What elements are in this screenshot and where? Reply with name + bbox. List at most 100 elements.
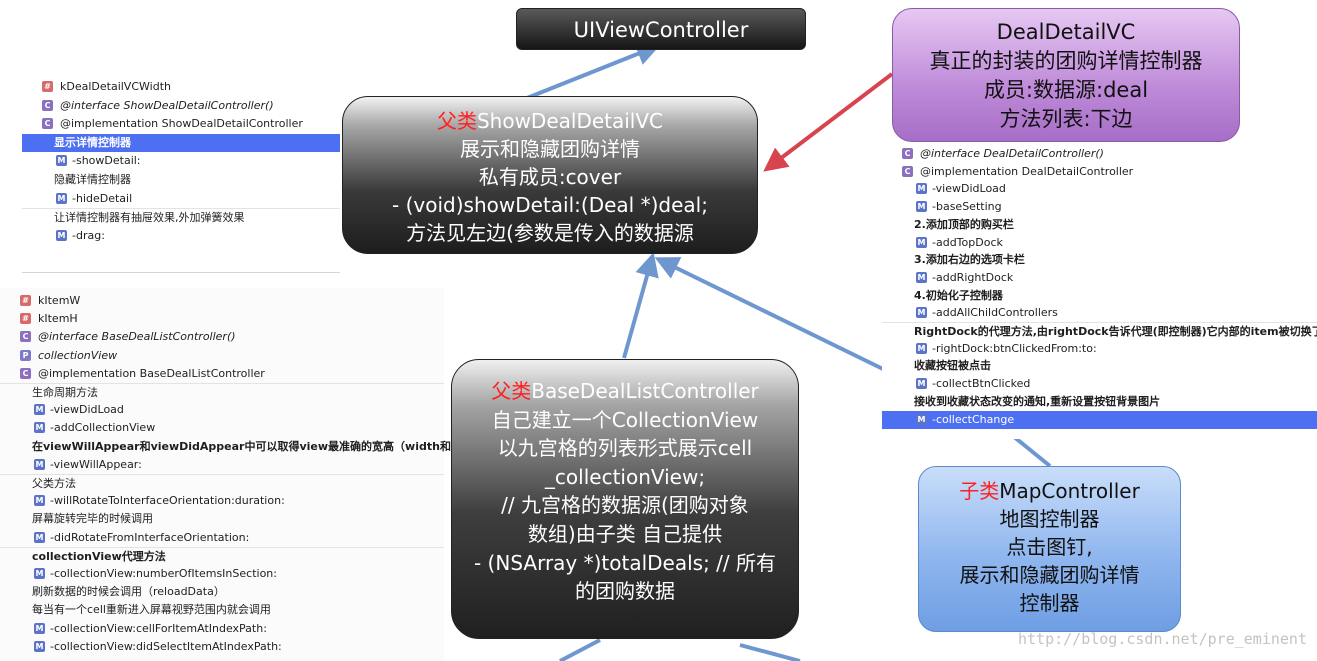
macro-icon: #	[20, 295, 31, 306]
item-label: -addAllChildControllers	[932, 306, 1058, 320]
method-item[interactable]: M-collectBtnClicked	[882, 375, 1317, 393]
map-controller-box: 子类MapController 地图控制器 点击图钉, 展示和隐藏团购详情 控制…	[918, 466, 1181, 632]
item-label: @implementation BaseDealListController	[38, 366, 265, 380]
item-label: @interface ShowDealDetailController()	[60, 98, 274, 112]
method-icon: M	[916, 413, 927, 425]
item-label: 让详情控制器有抽屉效果,外加弹簧效果	[54, 211, 245, 225]
box-line: 点击图钉,	[1006, 535, 1093, 559]
method-item[interactable]: M -drag:	[22, 227, 340, 245]
section-heading[interactable]: 生命周期方法	[0, 383, 444, 402]
method-item[interactable]: M-viewWillAppear:	[0, 456, 444, 474]
symbol-item[interactable]: #kItemH	[0, 310, 444, 328]
method-icon: M	[34, 622, 45, 634]
method-icon: M	[56, 192, 67, 204]
arrow-bottom-left	[559, 638, 601, 661]
box-line: 方法列表:下边	[999, 107, 1133, 131]
method-item[interactable]: M-collectChange	[882, 410, 1317, 429]
property-icon: P	[20, 349, 31, 361]
section-heading[interactable]: 父类方法	[0, 474, 444, 493]
method-icon: M	[916, 342, 927, 354]
section-heading[interactable]: 4.初始化子控制器	[882, 287, 1317, 305]
symbol-item[interactable]: C @implementation ShowDealDetailControlle…	[22, 115, 340, 133]
item-label: @implementation ShowDealDetailController	[60, 117, 303, 131]
method-icon: M	[916, 236, 927, 248]
box-line: 的团购数据	[575, 579, 675, 604]
box-line: 方法见左边(参数是传入的数据源	[406, 221, 694, 245]
method-item[interactable]: M-addRightDock	[882, 269, 1317, 287]
class-icon: C	[42, 99, 53, 111]
class-name: ShowDealDetailVC	[476, 109, 664, 133]
item-label: 在viewWillAppear和viewDidAppear中可以取得view最准…	[32, 439, 502, 453]
parent-class-tag: 父类	[491, 379, 532, 403]
item-label: 隐藏详情控制器	[54, 173, 131, 186]
section-heading[interactable]: 接收到收藏状态改变的通知,重新设置按钮背景图片	[882, 393, 1317, 411]
symbol-item[interactable]: #kDealDetailVCWidth	[22, 78, 340, 96]
item-label: 刷新数据的时候会调用（reloadData）	[32, 585, 225, 599]
symbol-item[interactable]: C @interface ShowDealDetailController()	[22, 97, 340, 115]
method-item[interactable]: M-viewDidLoad	[882, 180, 1317, 198]
item-label: 每当有一个cell重新进入屏幕视野范围内就会调用	[32, 603, 271, 617]
section-heading[interactable]: 刷新数据的时候会调用（reloadData）	[0, 583, 444, 601]
section-heading[interactable]: 显示详情控制器	[22, 133, 340, 152]
method-item[interactable]: M-showDetail:	[22, 152, 340, 170]
method-item[interactable]: M-hideDetail	[22, 190, 340, 208]
method-icon: M	[916, 271, 927, 283]
show-deal-detail-title: 父类ShowDealDetailVC	[343, 107, 757, 135]
box-line: 展示和隐藏团购详情	[460, 137, 640, 161]
watermark: http://blog.csdn.net/pre_eminent	[1018, 630, 1307, 648]
item-label: kItemH	[38, 312, 78, 326]
method-icon: M	[34, 531, 45, 543]
section-heading[interactable]: collectionView代理方法	[0, 546, 444, 566]
item-label: -viewDidLoad	[50, 403, 124, 417]
method-item[interactable]: M-willRotateToInterfaceOrientation:durat…	[0, 492, 444, 510]
method-item[interactable]: M-collectionView:cellForItemAtIndexPath:	[0, 620, 444, 638]
symbol-item[interactable]: C@implementation DealDetailController	[882, 163, 1317, 181]
method-icon: M	[34, 495, 45, 507]
item-label: collectionView代理方法	[32, 549, 166, 563]
uiviewcontroller-label: UIViewController	[573, 18, 749, 42]
method-icon: M	[916, 183, 927, 195]
method-item[interactable]: M-collectionView:didSelectItemAtIndexPat…	[0, 638, 444, 656]
method-item[interactable]: M -collectionView:numberOfItemsInSection:	[0, 565, 444, 583]
item-label: -addCollectionView	[50, 421, 156, 435]
section-heading[interactable]: 3.添加右边的选项卡栏	[882, 251, 1317, 269]
symbol-item[interactable]: C@implementation BaseDealListController	[0, 365, 444, 383]
section-heading[interactable]: 收藏按钮被点击	[882, 357, 1317, 375]
section-heading[interactable]: 屏幕旋转完毕的时候调用	[0, 510, 444, 528]
method-item[interactable]: M-addTopDock	[882, 234, 1317, 252]
method-item[interactable]: M-rightDock:btnClickedFrom:to:	[882, 340, 1317, 358]
item-label: @interface DealDetailController()	[920, 147, 1104, 160]
item-label: 4.初始化子控制器	[914, 288, 1003, 302]
symbol-item[interactable]: #kItemW	[0, 292, 444, 310]
method-icon: M	[34, 568, 45, 579]
method-icon: M	[916, 201, 927, 213]
symbol-item[interactable]: C@interface DealDetailController()	[882, 145, 1317, 163]
section-heading[interactable]: 2.添加顶部的购买栏	[882, 216, 1317, 234]
item-label: -drag:	[72, 228, 105, 242]
method-item[interactable]: M-baseSetting	[882, 198, 1317, 216]
section-heading[interactable]: 让详情控制器有抽屉效果,外加弹簧效果	[22, 208, 340, 227]
arrow-show-to-uivc	[521, 42, 661, 102]
item-label: 3.添加右边的选项卡栏	[914, 253, 1025, 267]
class-name: BaseDealListController	[531, 379, 759, 403]
method-icon: M	[916, 378, 927, 390]
box-line: 自己建立一个CollectionView	[491, 407, 759, 432]
macro-icon: #	[42, 81, 53, 92]
section-heading[interactable]: 在viewWillAppear和viewDidAppear中可以取得view最准…	[0, 438, 502, 456]
item-label: -collectionView:didSelectItemAtIndexPath…	[50, 639, 282, 653]
section-heading[interactable]: 每当有一个cell重新进入屏幕视野范围内就会调用	[0, 601, 444, 619]
section-heading[interactable]: RightDock的代理方法,由rightDock告诉代理(即控制器)它内部的i…	[882, 322, 1317, 341]
method-item[interactable]: M-addAllChildControllers	[882, 304, 1317, 322]
method-item[interactable]: M-didRotateFromInterfaceOrientation:	[0, 529, 444, 547]
class-icon: C	[42, 118, 53, 130]
method-item[interactable]: M-viewDidLoad	[0, 401, 444, 419]
method-item[interactable]: M-addCollectionView	[0, 419, 444, 437]
class-icon: C	[902, 165, 913, 177]
box-line: 成员:数据源:deal	[983, 78, 1149, 102]
section-heading[interactable]: 隐藏详情控制器	[22, 171, 340, 189]
symbol-item[interactable]: C@interface BaseDealListController()	[0, 328, 444, 346]
method-icon: M	[56, 229, 67, 241]
item-label: -collectionView:numberOfItemsInSection:	[50, 567, 277, 580]
method-icon: M	[34, 458, 45, 470]
